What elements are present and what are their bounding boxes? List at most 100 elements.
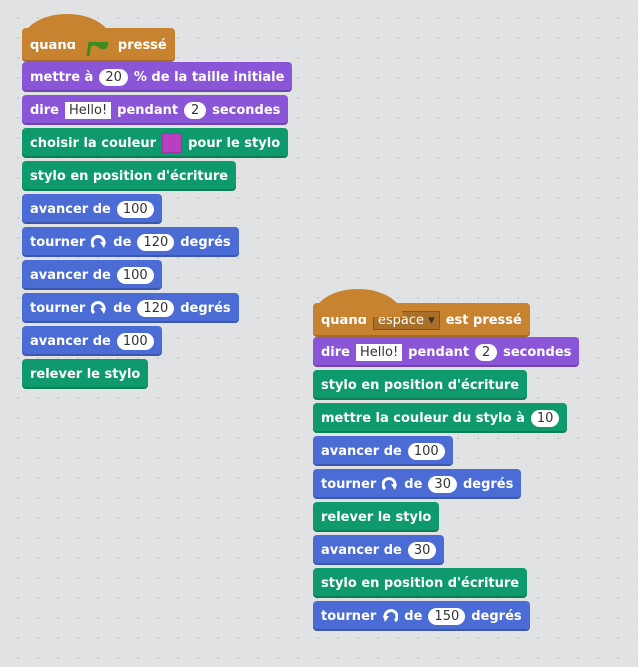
block-looks[interactable]: mettre à 20 % de la taille initiale bbox=[22, 62, 293, 92]
block-motion[interactable]: tourner de 120 degrés bbox=[22, 293, 239, 323]
block-label: degrés bbox=[180, 300, 231, 316]
block-label: stylo en position d'écriture bbox=[321, 377, 520, 393]
block-motion[interactable]: tourner de 120 degrés bbox=[22, 227, 239, 257]
block-label: de bbox=[113, 300, 132, 316]
color-swatch[interactable] bbox=[162, 133, 183, 153]
block-row: mettre à 20 % de la taille initiale bbox=[22, 62, 293, 95]
number-input[interactable]: 30 bbox=[428, 475, 457, 493]
block-label: stylo en position d'écriture bbox=[30, 168, 229, 184]
block-label: pendant bbox=[408, 344, 470, 360]
block-label: avancer de bbox=[30, 201, 111, 217]
block-label: avancer de bbox=[30, 267, 111, 283]
block-label: secondes bbox=[212, 102, 281, 118]
block-label: relever le stylo bbox=[321, 509, 432, 525]
block-label: tourner bbox=[30, 234, 86, 250]
number-input[interactable]: 20 bbox=[99, 68, 128, 86]
block-row: relever le stylo bbox=[22, 359, 292, 392]
block-motion[interactable]: avancer de 30 bbox=[313, 535, 445, 565]
block-row: stylo en position d'écriture bbox=[22, 161, 292, 194]
block-row: stylo en position d'écriture bbox=[313, 568, 579, 601]
block-label: de bbox=[404, 476, 423, 492]
block-label: relever le stylo bbox=[30, 366, 141, 382]
chevron-down-icon: ▾ bbox=[424, 312, 435, 328]
number-input[interactable]: 120 bbox=[137, 299, 175, 317]
block-label: est pressé bbox=[445, 312, 522, 328]
green-flag-script[interactable]: quand pressé mettre à 20 % de la taille init… bbox=[22, 14, 293, 392]
block-label: degrés bbox=[462, 476, 514, 492]
block-row: mettre la couleur du stylo à 10 bbox=[313, 403, 579, 436]
block-pen[interactable]: stylo en position d'écriture bbox=[313, 370, 528, 400]
key-press-script[interactable]: quand espace ▾ est pressé dire Hello! pendant… bbox=[313, 289, 580, 634]
block-label: choisir la couleur bbox=[30, 135, 157, 151]
block-label: dire bbox=[321, 344, 350, 360]
block-pen[interactable]: relever le stylo bbox=[22, 359, 149, 389]
block-row: tourner de 120 degrés bbox=[22, 227, 292, 260]
number-input[interactable]: 10 bbox=[530, 409, 560, 427]
key-dropdown[interactable]: espace ▾ bbox=[372, 310, 440, 330]
block-looks[interactable]: dire Hello! pendant 2 secondes bbox=[22, 95, 289, 125]
text-input[interactable]: Hello! bbox=[65, 101, 112, 119]
block-pen[interactable]: stylo en position d'écriture bbox=[313, 568, 528, 598]
number-input[interactable]: 100 bbox=[116, 266, 154, 284]
block-motion[interactable]: avancer de 100 bbox=[22, 260, 162, 290]
block-row: relever le stylo bbox=[313, 502, 579, 535]
block-label: stylo en position d'écriture bbox=[321, 575, 520, 591]
block-label: quand bbox=[321, 312, 367, 328]
block-looks[interactable]: dire Hello! pendant 2 secondes bbox=[313, 337, 580, 367]
block-pen[interactable]: relever le stylo bbox=[313, 502, 440, 532]
rotate-clockwise-icon bbox=[382, 476, 398, 492]
block-label: secondes bbox=[503, 344, 572, 360]
block-pen[interactable]: stylo en position d'écriture bbox=[22, 161, 237, 191]
block-label: tourner bbox=[30, 300, 86, 316]
number-input[interactable]: 150 bbox=[428, 607, 466, 625]
block-row: avancer de 100 bbox=[22, 260, 292, 293]
text-input[interactable]: Hello! bbox=[356, 343, 403, 361]
number-input[interactable]: 100 bbox=[116, 200, 154, 218]
block-row: dire Hello! pendant 2 secondes bbox=[22, 95, 292, 128]
block-row: stylo en position d'écriture bbox=[313, 370, 579, 403]
block-row: quand espace ▾ est pressé bbox=[313, 289, 579, 337]
hat-block-events[interactable]: quand espace ▾ est pressé bbox=[313, 289, 530, 337]
rotate-clockwise-icon bbox=[91, 234, 107, 250]
number-input[interactable]: 100 bbox=[407, 442, 445, 460]
block-label: degrés bbox=[180, 234, 231, 250]
block-label: avancer de bbox=[30, 333, 111, 349]
number-input[interactable]: 2 bbox=[184, 101, 207, 119]
block-label: pendant bbox=[117, 102, 179, 118]
block-label: quand bbox=[30, 37, 76, 53]
number-input[interactable]: 120 bbox=[137, 233, 175, 251]
block-row: avancer de 30 bbox=[313, 535, 579, 568]
block-label: dire bbox=[30, 102, 59, 118]
block-row: avancer de 100 bbox=[22, 326, 292, 359]
rotate-counterclockwise-icon bbox=[382, 608, 399, 624]
block-label: avancer de bbox=[321, 443, 402, 459]
block-motion[interactable]: avancer de 100 bbox=[22, 326, 162, 356]
block-label: tourner bbox=[321, 476, 377, 492]
block-label: degrés bbox=[471, 608, 522, 624]
number-input[interactable]: 2 bbox=[475, 343, 498, 361]
block-label: mettre à bbox=[30, 69, 94, 85]
block-label: de bbox=[113, 234, 132, 250]
hat-block-events[interactable]: quand pressé bbox=[22, 14, 175, 62]
block-label: % de la taille initiale bbox=[133, 69, 285, 85]
block-motion[interactable]: avancer de 100 bbox=[313, 436, 453, 466]
block-row: avancer de 100 bbox=[22, 194, 292, 227]
block-row: tourner de 30 degrés bbox=[313, 469, 579, 502]
block-row: tourner de 150 degrés bbox=[313, 601, 579, 634]
green-flag-icon bbox=[82, 32, 112, 58]
block-label: tourner bbox=[321, 608, 377, 624]
key-dropdown-value: espace bbox=[377, 312, 425, 328]
block-label: mettre la couleur du stylo à bbox=[321, 410, 525, 426]
block-motion[interactable]: tourner de 30 degrés bbox=[313, 469, 522, 499]
block-label: avancer de bbox=[321, 542, 402, 558]
block-pen[interactable]: mettre la couleur du stylo à 10 bbox=[313, 403, 568, 433]
block-motion[interactable]: tourner de 150 degrés bbox=[313, 601, 530, 631]
block-label: de bbox=[404, 608, 423, 624]
block-label: pressé bbox=[117, 37, 167, 53]
number-input[interactable]: 30 bbox=[407, 541, 437, 559]
block-motion[interactable]: avancer de 100 bbox=[22, 194, 162, 224]
block-row: tourner de 120 degrés bbox=[22, 293, 292, 326]
number-input[interactable]: 100 bbox=[116, 332, 154, 350]
